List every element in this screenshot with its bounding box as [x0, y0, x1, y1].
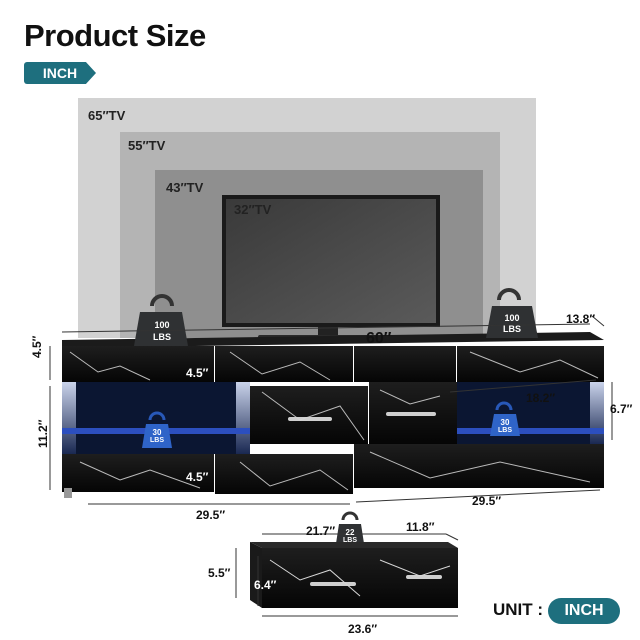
dim-drawer-inner-width: 21.7″	[306, 524, 336, 538]
dim-right-width: 29.5″	[472, 494, 502, 508]
dim-width: 60″	[366, 330, 392, 347]
tv-label-65: 65″TV	[88, 108, 126, 123]
dimension-lines	[49, 315, 613, 617]
dim-drawer-inner-height: 6.4″	[254, 578, 277, 592]
weight-top-right-value: 100	[504, 313, 520, 323]
dim-top-height: 4.5″	[30, 335, 44, 358]
tv-label-43: 43″TV	[166, 180, 204, 195]
weight-drawer-value: 22	[345, 528, 355, 537]
weight-shelf-unit: LBS	[150, 437, 164, 444]
unit-badge: INCH	[548, 598, 620, 624]
marble-veins	[69, 351, 599, 491]
dim-depth: 13.8″	[566, 312, 596, 326]
tv-label-32: 32″TV	[234, 202, 272, 217]
dim-body-height: 11.2″	[36, 419, 50, 448]
dim-drawer-inner-depth: 11.8″	[406, 520, 435, 534]
dim-shelf-depth: 18.2″	[526, 391, 556, 405]
weight-drawer-unit: LBS	[343, 537, 357, 544]
weight-top-left-value: 100	[154, 320, 170, 330]
weight-icon-top-right	[486, 288, 538, 338]
drawer-detail	[250, 542, 458, 608]
weight-shelf-right-value: 30	[500, 418, 510, 427]
cabinet-top	[62, 332, 604, 348]
dim-top-drawer-height: 4.5″	[186, 366, 209, 380]
top-drawer-right	[457, 346, 604, 382]
dim-left-width: 29.5″	[196, 508, 226, 522]
bottom-drawer-right	[354, 444, 604, 488]
weight-shelf-right-unit: LBS	[498, 427, 512, 434]
weight-icon-top-left	[134, 294, 188, 346]
weight-icon-shelf-right	[490, 401, 520, 436]
top-drawer-mid-left	[215, 346, 353, 382]
bottom-drawer-left	[62, 454, 214, 492]
tv-label-55: 55″TV	[128, 138, 166, 153]
dim-drawer-outer-height: 5.5″	[208, 566, 231, 580]
bottom-drawer-mid	[215, 454, 353, 494]
unit-label: UNIT :	[493, 600, 544, 619]
dim-drawer-width: 23.6″	[348, 622, 378, 636]
center-drawer-left	[250, 386, 368, 444]
weight-top-left-unit: LBS	[153, 332, 171, 342]
dim-shelf-height: 6.7″	[610, 402, 633, 416]
top-drawer-mid-right	[354, 346, 456, 382]
weight-top-right-unit: LBS	[503, 324, 521, 334]
unit-tag: INCH	[24, 62, 96, 84]
weight-icon-shelf	[142, 411, 172, 448]
page-title: Product Size	[24, 18, 206, 53]
weight-shelf-value: 30	[152, 428, 162, 437]
dim-bottom-drawer-height: 4.5″	[186, 470, 209, 484]
